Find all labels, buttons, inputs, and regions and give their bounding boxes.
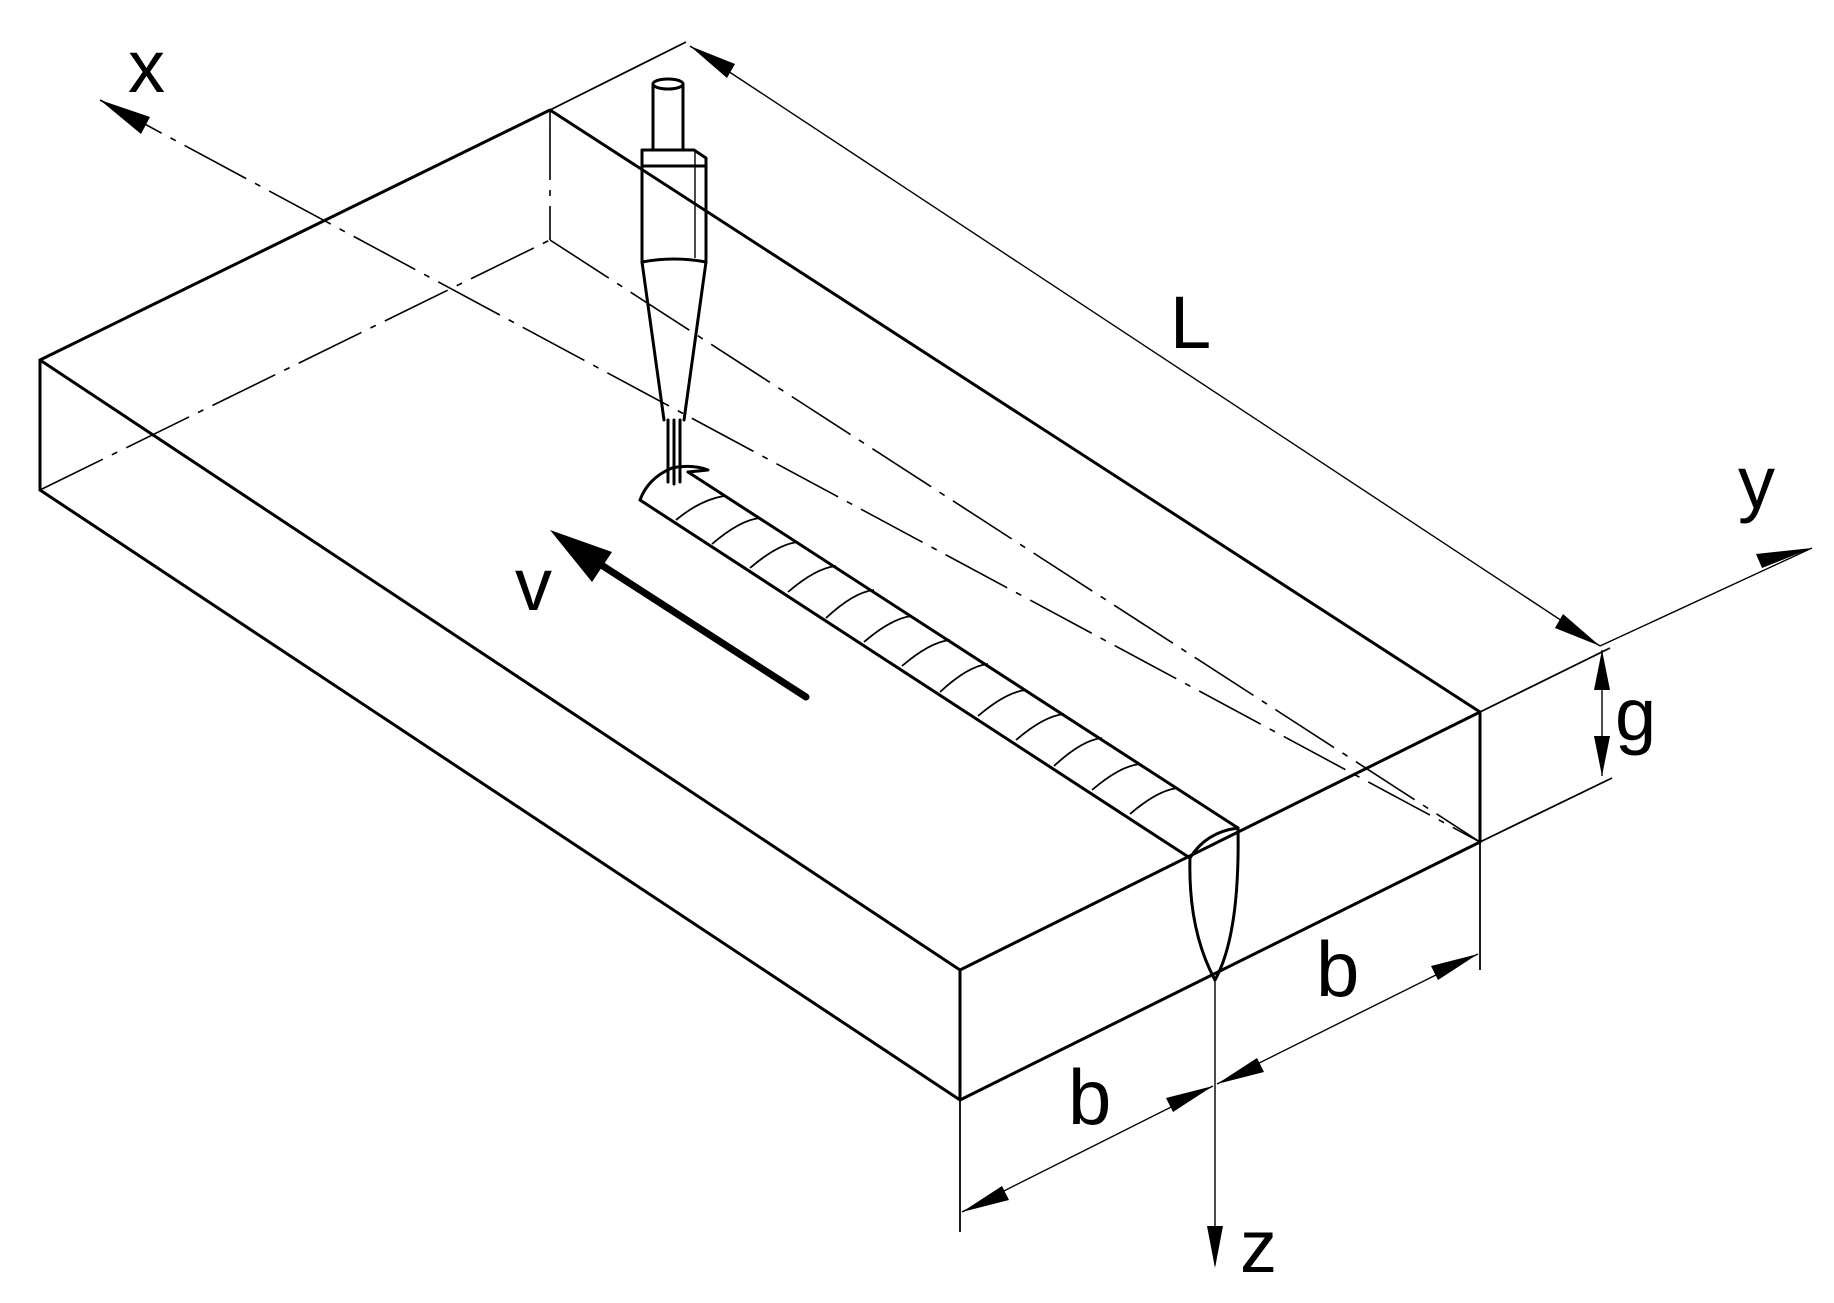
- L-dimension-line: [689, 45, 1601, 647]
- dimension-L: [549, 41, 1611, 713]
- weld-ripple: [1129, 787, 1179, 815]
- dimension-b: [959, 842, 1481, 1232]
- torch-nozzle-left: [640, 260, 666, 422]
- x-axis-label: x: [128, 25, 165, 108]
- weld-ripple: [977, 689, 1027, 717]
- L-extension-line: [1479, 647, 1611, 713]
- torch-collar: [640, 148, 708, 168]
- weld-ripple: [1091, 763, 1141, 791]
- thickness-label: g: [1615, 673, 1656, 756]
- torch-top-cap: [651, 77, 685, 91]
- weld-ripple: [825, 589, 875, 619]
- weld-ripple: [749, 541, 799, 569]
- z-axis-label: z: [1240, 1205, 1277, 1288]
- plate-top-face: [38, 108, 1482, 972]
- velocity-arrow-shaft: [571, 544, 810, 701]
- b-right-arrowhead-right: [1431, 954, 1478, 980]
- weld-ripple: [1053, 737, 1103, 767]
- half-width-label-left: b: [1068, 1053, 1111, 1141]
- weld-ripple: [901, 639, 951, 667]
- L-arrowhead-top: [690, 46, 735, 78]
- half-width-label-right: b: [1316, 925, 1359, 1013]
- weld-ripple: [675, 495, 725, 521]
- weld-bead-right-edge: [686, 470, 1240, 830]
- weld-ripple: [711, 517, 761, 545]
- y-axis-line: [1599, 547, 1813, 647]
- b-right-arrowhead-left: [1217, 1058, 1264, 1084]
- weld-bead-end-cap: [1188, 826, 1240, 860]
- plate-body: [38, 108, 1482, 1102]
- weld-ripple: [1015, 713, 1065, 741]
- torch-nozzle-right: [682, 260, 708, 422]
- plate-hidden-edges: [39, 110, 1481, 843]
- hidden-back-long-bottom: [549, 239, 1481, 843]
- z-axis-arrowhead: [1207, 1226, 1223, 1268]
- L-arrowhead-bottom: [1555, 614, 1600, 646]
- axes: [100, 100, 1813, 1268]
- g-arrowhead-top: [1594, 650, 1610, 690]
- weld-bead-left-edge: [638, 498, 1192, 860]
- velocity-label: v: [515, 543, 552, 626]
- g-extension-line: [1479, 777, 1613, 843]
- dimension-g: [1479, 650, 1613, 843]
- b-left-arrowhead-left: [962, 1186, 1009, 1212]
- plate-bottom-long-edge: [38, 488, 962, 1102]
- x-axis-arrowhead: [100, 100, 150, 134]
- weld-penetration-profile: [1188, 826, 1240, 982]
- velocity-arrowhead: [550, 530, 612, 582]
- weld-pool: [638, 464, 710, 502]
- welding-torch: [640, 77, 708, 486]
- torch-body-bottom: [640, 257, 708, 264]
- weld-ripple: [787, 565, 837, 593]
- b-right-dimension-line: [1216, 953, 1479, 1085]
- velocity-arrow: [550, 530, 810, 701]
- b-left-arrowhead-right: [1166, 1086, 1213, 1112]
- weld-ripple: [863, 615, 913, 643]
- y-axis-arrowhead: [1756, 548, 1812, 568]
- weld-bead: [638, 464, 1240, 982]
- g-arrowhead-bottom: [1594, 736, 1610, 776]
- length-label: L: [1170, 281, 1211, 364]
- weld-ripple: [939, 663, 989, 693]
- y-axis-label: y: [1738, 441, 1775, 524]
- L-extension-line: [549, 41, 687, 111]
- weld-centerline: [99, 99, 1481, 843]
- hidden-back-left-bottom: [39, 239, 551, 491]
